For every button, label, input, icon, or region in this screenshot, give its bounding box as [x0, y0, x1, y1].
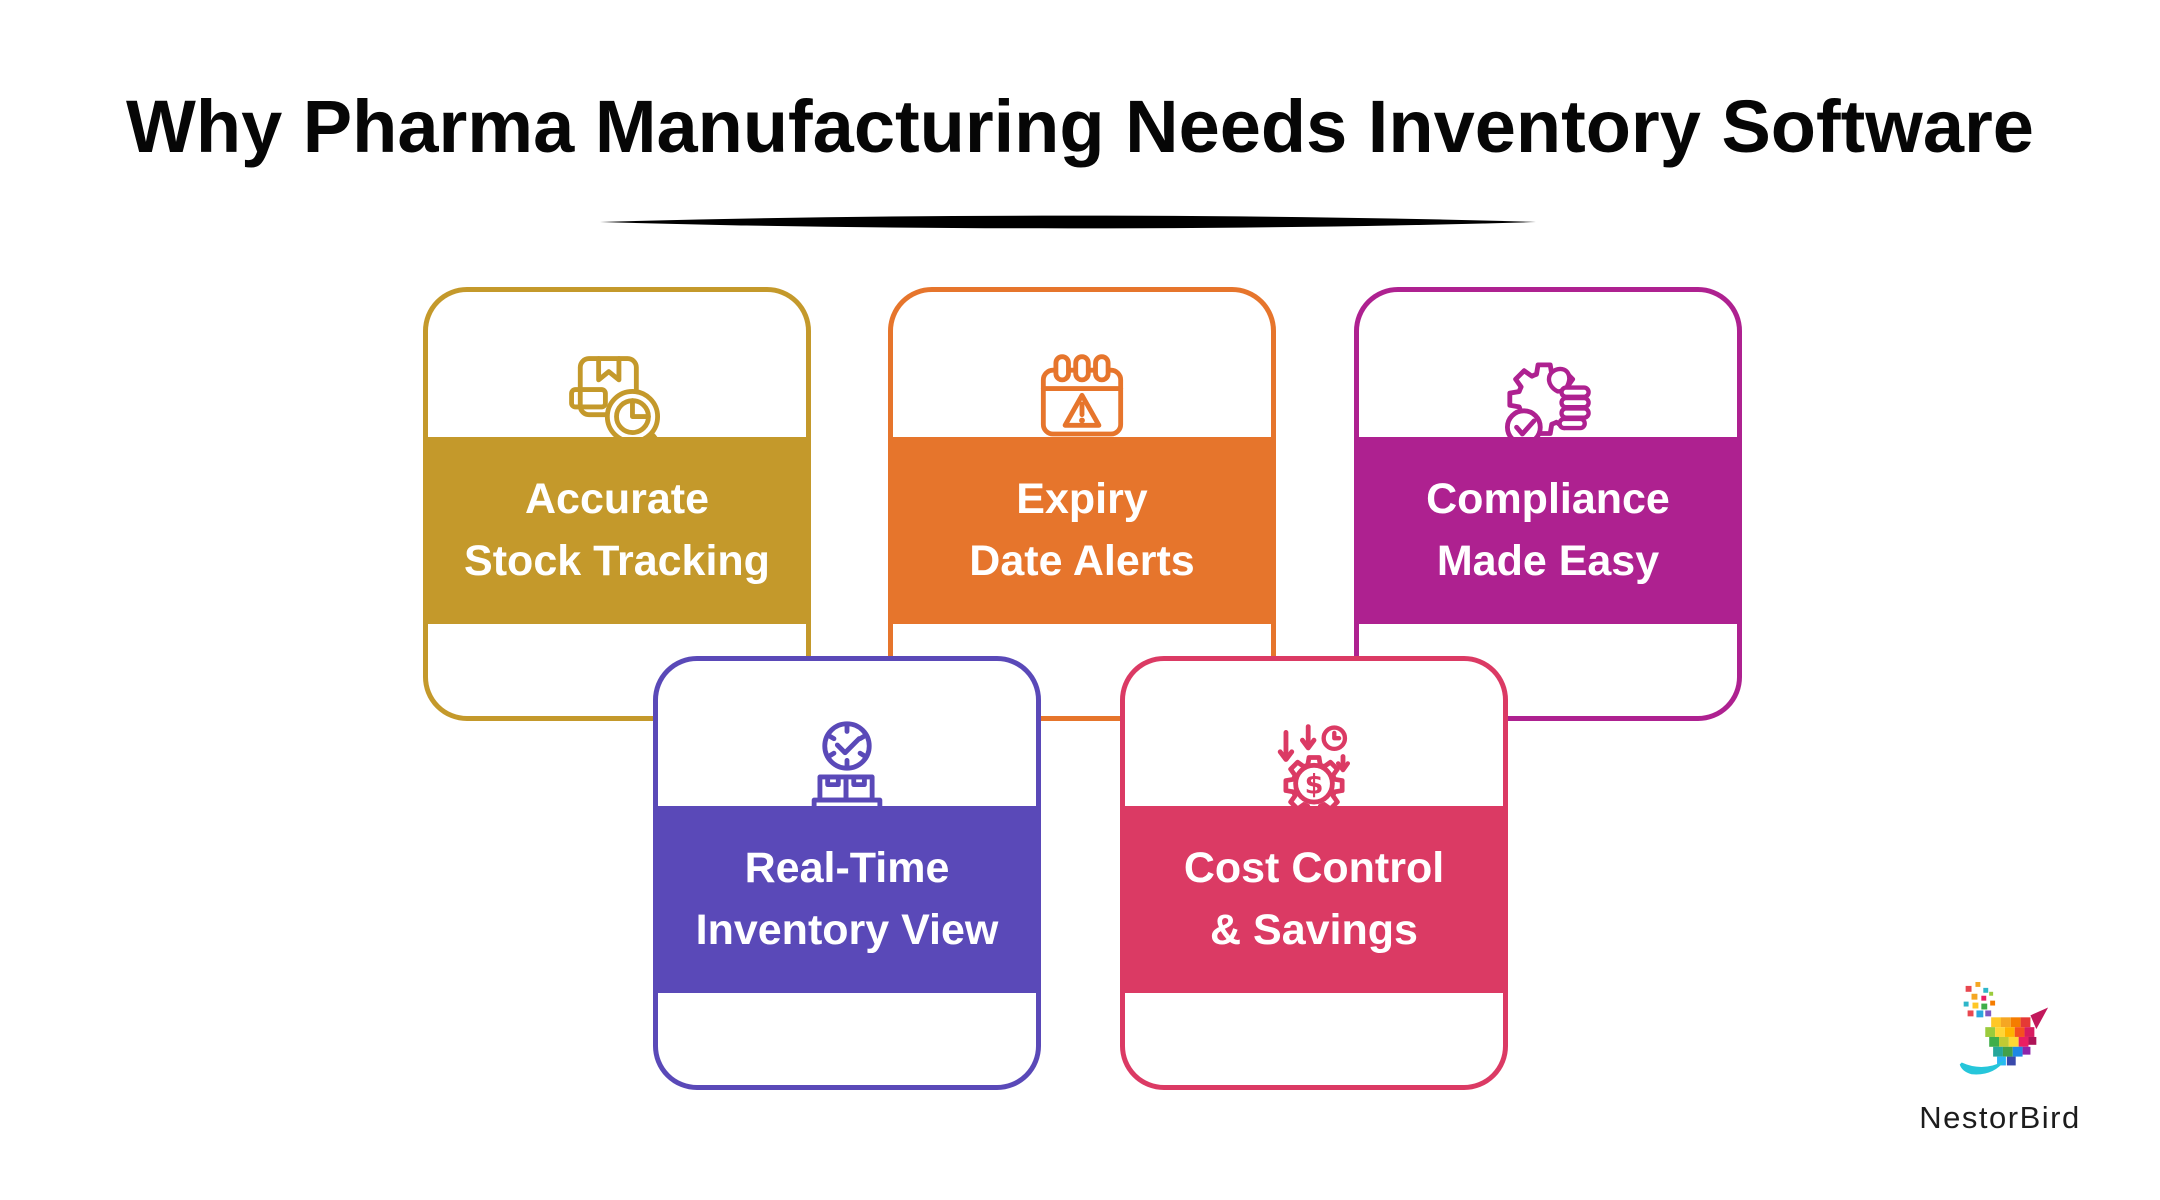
brand-name: NestorBird	[1919, 1100, 2081, 1135]
svg-text:$: $	[1305, 769, 1324, 800]
card-label-line2: & Savings	[1210, 905, 1418, 954]
card-label-line2: Inventory View	[695, 905, 999, 954]
card-label: Real-Time Inventory View	[653, 806, 1041, 993]
card-label: Compliance Made Easy	[1354, 437, 1742, 624]
benefit-card-compliance-made-easy: Compliance Made Easy	[1354, 287, 1742, 721]
benefit-card-accurate-stock-tracking: Accurate Stock Tracking	[423, 287, 811, 721]
title-divider-line	[600, 215, 1536, 229]
realtime-clock-boxes-icon	[658, 661, 1036, 817]
card-label-line2: Stock Tracking	[464, 536, 770, 585]
brand-logo: NestorBird	[1900, 980, 2100, 1136]
compliance-gear-thumbs-up-icon	[1359, 292, 1737, 447]
card-label-line1: Compliance	[1426, 474, 1670, 523]
card-label: Cost Control & Savings	[1120, 806, 1508, 993]
card-label-line1: Real-Time	[744, 843, 950, 892]
stock-search-icon	[428, 292, 806, 450]
cost-gear-dollar-icon: $	[1125, 661, 1503, 817]
benefit-card-expiry-date-alerts: Expiry Date Alerts	[888, 287, 1276, 721]
card-label-line2: Made Easy	[1436, 536, 1660, 585]
benefit-card-real-time-inventory-view: Real-Time Inventory View	[653, 656, 1041, 1090]
nestorbird-pixel-bird-logo	[1959, 981, 2049, 1075]
benefit-card-cost-control-savings: $ Cost Control & Savings	[1120, 656, 1508, 1090]
card-label: Accurate Stock Tracking	[423, 437, 811, 624]
card-label-line2: Date Alerts	[969, 536, 1195, 585]
page-title: Why Pharma Manufacturing Needs Inventory…	[126, 85, 2034, 168]
expiry-calendar-alert-icon	[893, 292, 1271, 437]
card-label-line1: Cost Control	[1183, 843, 1445, 892]
card-label-line1: Expiry	[1016, 474, 1148, 523]
card-label-line1: Accurate	[524, 474, 710, 523]
card-label: Expiry Date Alerts	[888, 437, 1276, 624]
